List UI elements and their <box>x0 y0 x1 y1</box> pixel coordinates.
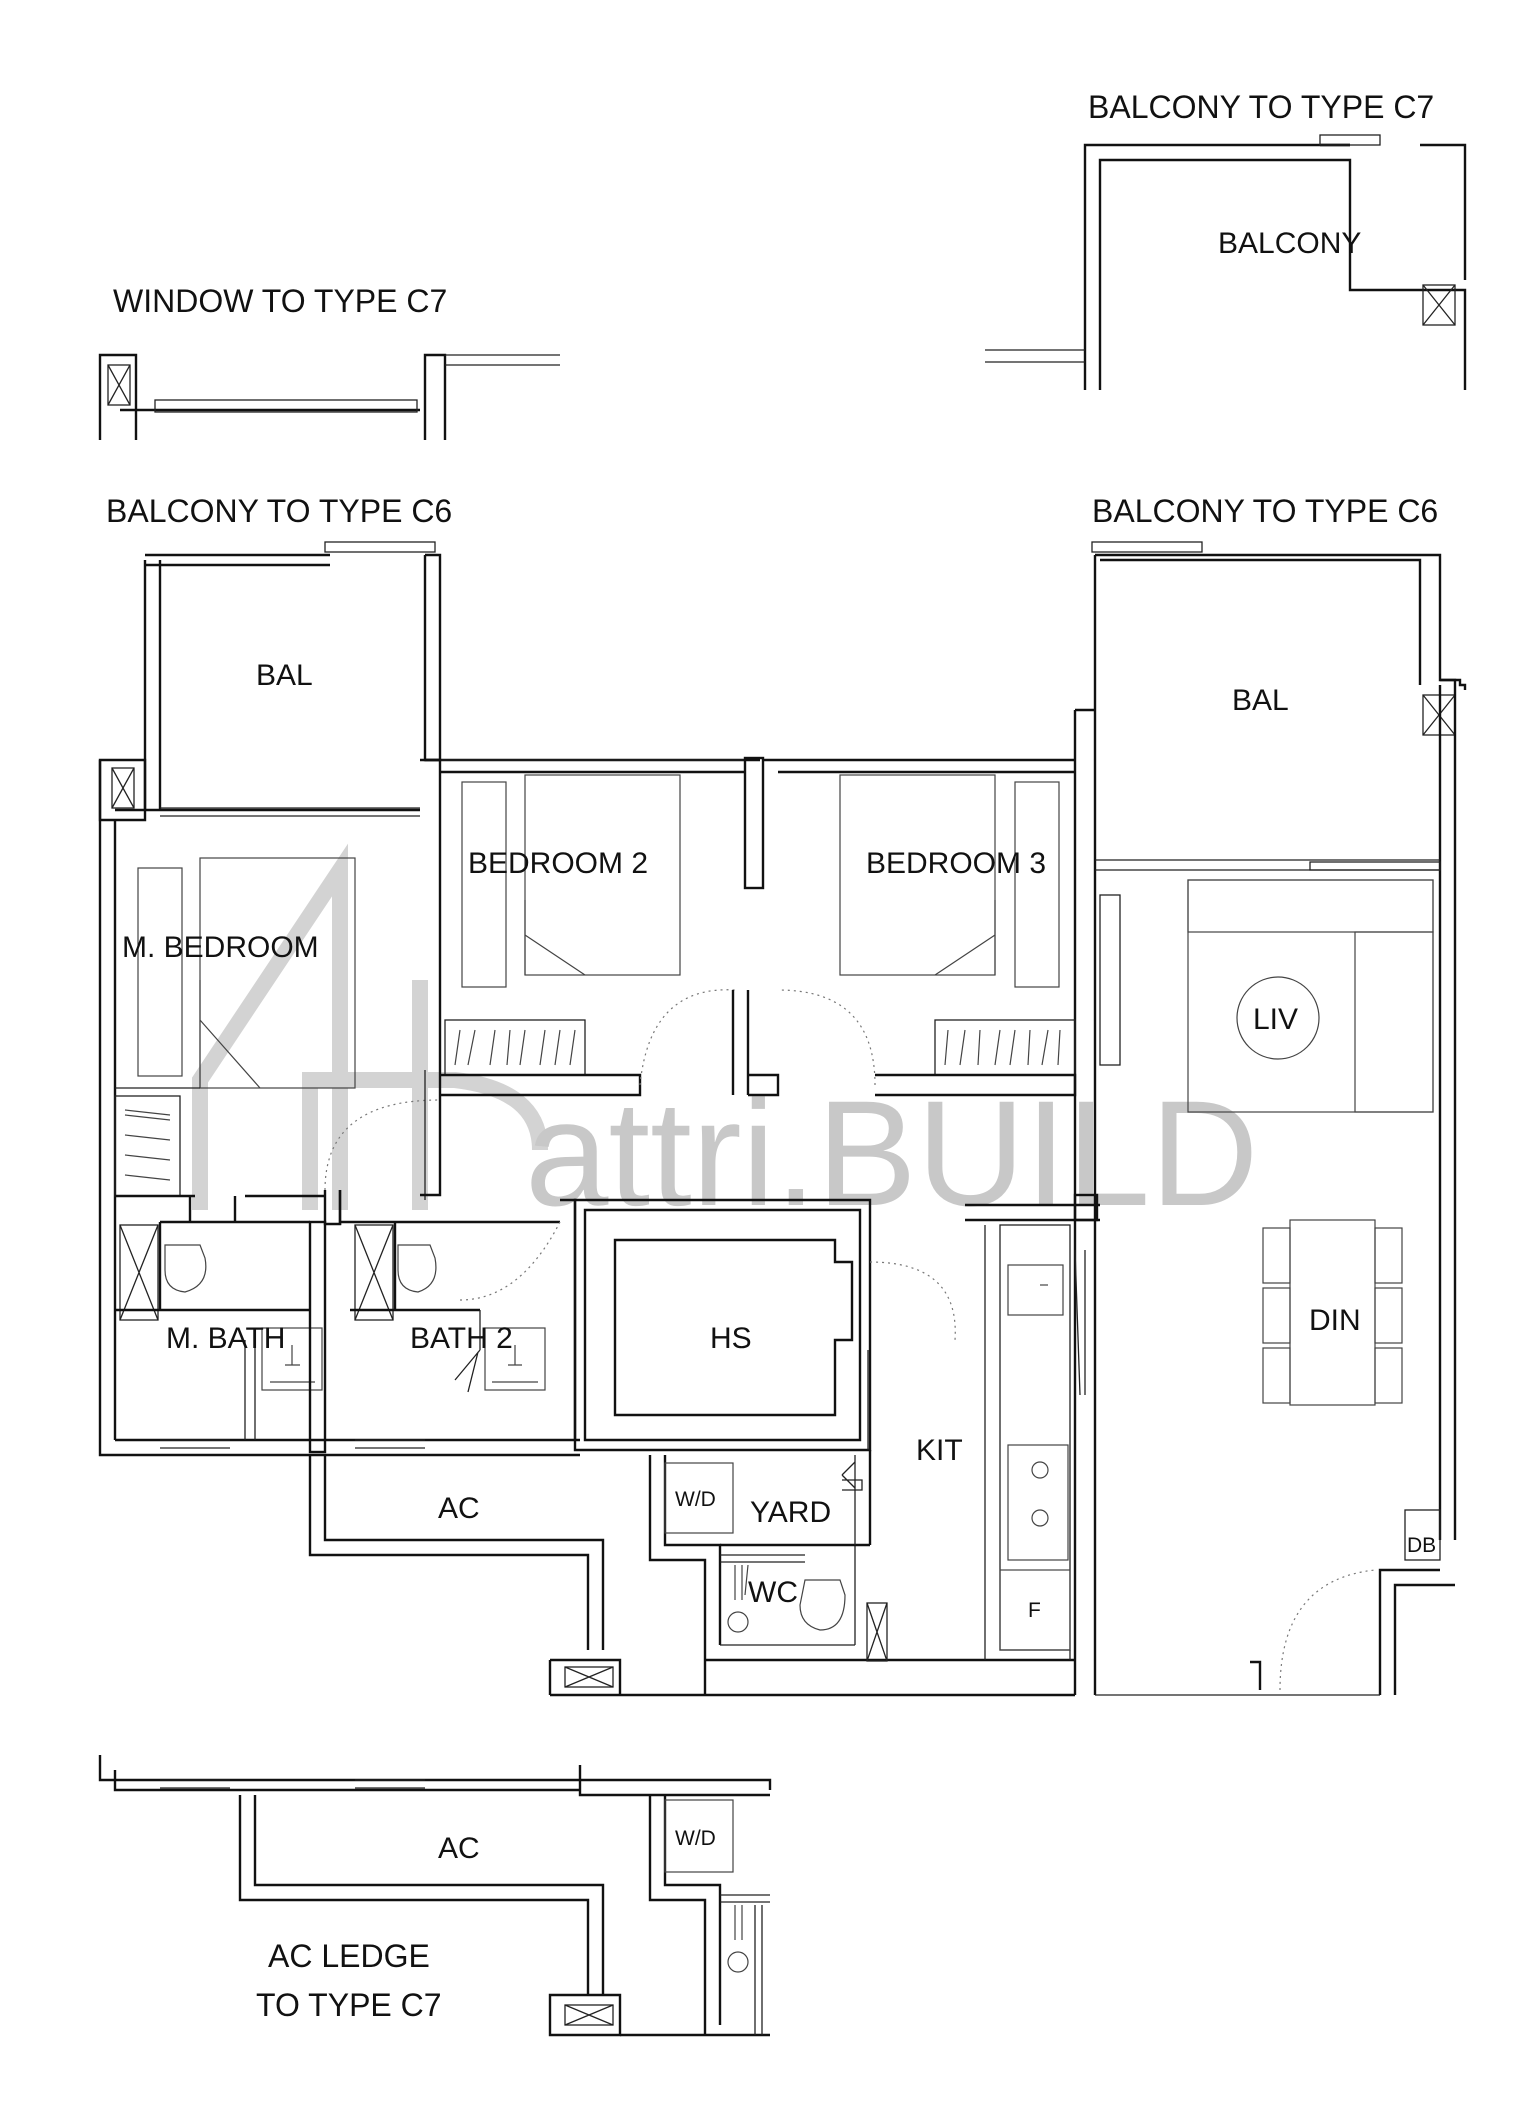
heading-window-c7: WINDOW TO TYPE C7 <box>113 283 447 319</box>
balcony-c7-detail <box>985 134 1467 390</box>
heading-balcony-c6-right: BALCONY TO TYPE C6 <box>1092 493 1438 529</box>
heading-balcony-c6-left: BALCONY TO TYPE C6 <box>106 493 452 529</box>
window-c7-detail <box>98 353 560 440</box>
label-household-shelter: HS <box>710 1322 752 1355</box>
label-washer-dryer: W/D <box>675 1488 716 1511</box>
household-shelter-room <box>573 1198 956 1452</box>
label-living: LIV <box>1253 1003 1298 1036</box>
label-balcony-c7: BALCONY <box>1218 227 1361 260</box>
label-bedroom2: BEDROOM 2 <box>468 847 648 880</box>
living-dining-room <box>1187 879 1441 1561</box>
heading-ac-ledge-line2: TO TYPE C7 <box>256 1987 442 2023</box>
label-yard: YARD <box>750 1496 831 1529</box>
label-bal-left: BAL <box>256 659 313 692</box>
yard-wc-kitchen <box>648 1193 1100 1695</box>
label-ac-c7: AC <box>438 1832 480 1865</box>
label-master-bath: M. BATH <box>166 1322 285 1355</box>
ac-ledge-c7-detail <box>98 1755 772 2037</box>
label-master-bedroom: M. BEDROOM <box>122 931 319 964</box>
label-distribution-board: DB <box>1407 1534 1436 1557</box>
label-bedroom3: BEDROOM 3 <box>866 847 1046 880</box>
label-kitchen: KIT <box>916 1434 963 1467</box>
label-fridge: F <box>1028 1599 1041 1622</box>
label-wc: WC <box>748 1576 798 1609</box>
label-bal-right: BAL <box>1232 684 1289 717</box>
bedroom2-room <box>440 774 780 1097</box>
label-washer-dryer-c7: W/D <box>675 1827 716 1850</box>
master-bath-room <box>115 1220 327 1454</box>
heading-balcony-c7: BALCONY TO TYPE C7 <box>1088 89 1434 125</box>
master-bedroom-room <box>114 758 442 1226</box>
heading-ac-ledge-line1: AC LEDGE <box>268 1938 430 1974</box>
label-dining: DIN <box>1309 1304 1361 1337</box>
watermark-logo <box>192 843 548 1210</box>
bedroom3-room <box>777 774 1121 1097</box>
label-bath2: BATH 2 <box>410 1322 513 1355</box>
label-ac: AC <box>438 1492 480 1525</box>
main-plan-walls <box>98 541 1467 1697</box>
